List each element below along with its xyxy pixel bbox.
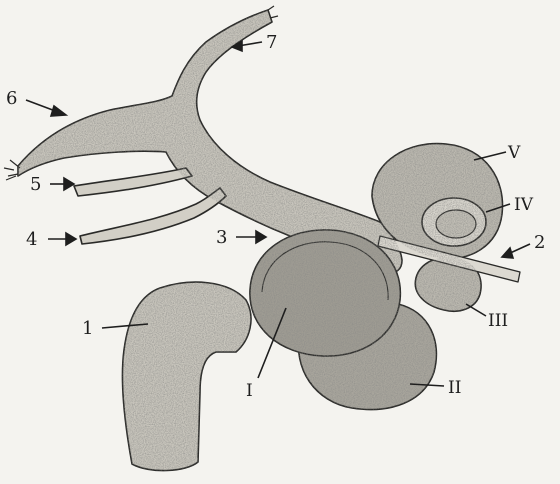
label-2: 2	[534, 232, 545, 253]
label-3: 3	[216, 227, 227, 248]
arrowhead-3	[256, 231, 266, 243]
label-7: 7	[266, 32, 277, 53]
branch-4-shape	[80, 188, 226, 244]
branch-5-shape	[74, 168, 192, 196]
label-II: II	[448, 378, 461, 398]
label-IV: IV	[514, 195, 534, 215]
arrowhead-5	[64, 178, 74, 190]
label-1: 1	[82, 318, 93, 339]
arrowhead-6	[51, 106, 66, 116]
label-I: I	[246, 381, 253, 401]
leader-III	[466, 304, 486, 316]
arrowhead-2	[502, 248, 513, 258]
label-6: 6	[6, 88, 17, 109]
label-III: III	[488, 311, 508, 331]
label-5: 5	[30, 174, 41, 195]
label-4: 4	[26, 229, 37, 250]
arrowhead-4	[66, 233, 76, 245]
label-V: V	[507, 143, 521, 163]
